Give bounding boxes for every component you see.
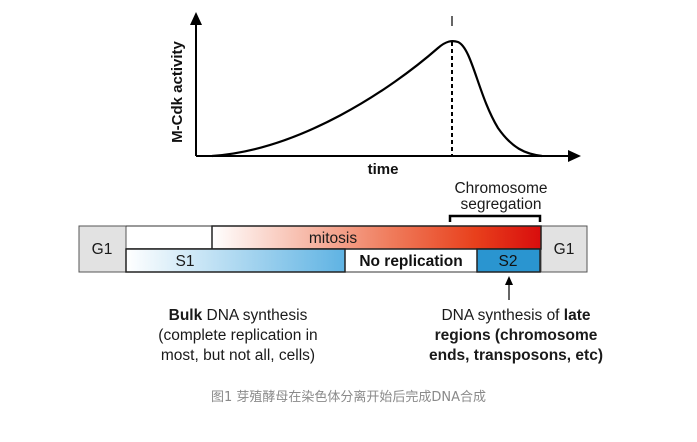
x-axis-label: time — [368, 161, 399, 178]
bulk-synthesis-note: Bulk DNA synthesis (complete replication… — [118, 306, 358, 366]
g1-right-box — [540, 225, 588, 273]
late-note-bold: late — [563, 307, 591, 324]
bulk-note-rest: DNA synthesis — [202, 307, 308, 324]
s2-label: S2 — [499, 253, 518, 270]
late-note-line1: DNA synthesis of late — [404, 306, 628, 326]
late-regions-note: DNA synthesis of late regions (chromosom… — [404, 306, 628, 366]
late-note-bold-line3: ends, transposons, etc) — [429, 347, 603, 364]
late-note-normal: DNA synthesis of — [441, 307, 564, 324]
m-cdk-activity-curve — [211, 40, 543, 158]
g1-right-label: G1 — [554, 241, 575, 258]
bulk-note-line3: most, but not all, cells) — [160, 347, 316, 364]
s1-label: S1 — [176, 253, 195, 270]
mitosis-bar — [211, 225, 542, 250]
segregation-label-line1: Chromosome — [454, 180, 547, 197]
bulk-note-line2: (complete replication in — [158, 327, 318, 344]
g1-left-label: G1 — [92, 241, 113, 258]
late-note-line3: ends, transposons, etc) — [404, 346, 628, 366]
late-note-line2: regions (chromosome — [404, 326, 628, 346]
mitosis-label: mitosis — [309, 230, 357, 247]
segregation-label-line2: segregation — [460, 196, 541, 213]
s2-pointer-arrow-icon — [505, 276, 513, 285]
late-note-bold-line2: regions (chromosome — [434, 327, 598, 344]
axes — [190, 12, 581, 162]
y-axis-label: M-Cdk activity — [169, 41, 186, 143]
no-replication-label: No replication — [359, 253, 462, 270]
bulk-note-bold: Bulk — [168, 307, 203, 324]
bulk-note-line1: Bulk DNA synthesis — [118, 306, 358, 326]
s2-bar — [476, 248, 541, 273]
segregation-bracket — [448, 214, 542, 222]
x-axis-arrow-icon — [568, 150, 581, 162]
s1-bar — [125, 248, 346, 273]
cell-cycle-bar: G1 G1 mitosis S1 No replication S2 — [78, 225, 588, 273]
y-axis-arrow-icon — [190, 12, 202, 25]
figure-caption: 图1 芽殖酵母在染色体分离开始后完成DNA合成 — [210, 390, 487, 405]
g1-left-box — [78, 225, 127, 273]
